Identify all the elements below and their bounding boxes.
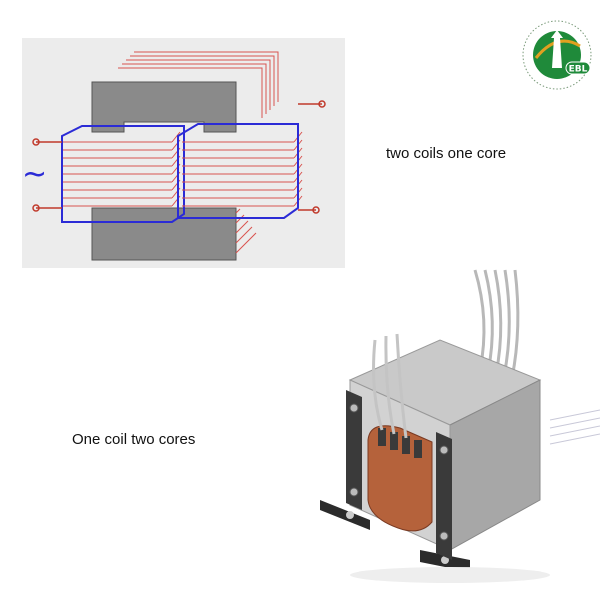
mount-hole-front [441, 556, 449, 564]
two-coils-one-core-label: two coils one core [386, 145, 507, 162]
ground-shadow [350, 567, 550, 583]
background-lines [549, 409, 600, 445]
terminals [32, 100, 326, 214]
logo-text: EBL [569, 65, 588, 75]
mount-hole-left [346, 511, 354, 519]
right-top-terminal [318, 100, 326, 108]
single-coil-transformer-illustration [320, 269, 600, 583]
tower-icon [551, 30, 563, 68]
copper-coil [367, 425, 433, 532]
right-coil [177, 123, 303, 219]
clamp-bolt-3 [349, 487, 359, 497]
clamp-bolt-1 [349, 403, 359, 413]
right-bottom-terminal [312, 206, 320, 214]
two-coils-diagram: ~ [22, 38, 345, 268]
left-top-terminal [32, 138, 40, 146]
clamp-bolt-4 [439, 531, 449, 541]
left-bottom-terminal [32, 204, 40, 212]
ac-source-symbol: ~ [22, 157, 47, 192]
core-top-yoke [91, 81, 237, 133]
clamp-bolt-2 [439, 445, 449, 455]
mounting-foot-left [320, 500, 370, 530]
clamp-frame-left [346, 390, 362, 510]
left-coil-outline [61, 125, 185, 223]
lead-wires-left [372, 333, 408, 439]
core-bottom-yoke [91, 207, 237, 261]
two-coils-one-core-illustration: ~ [22, 51, 326, 261]
clamp-frame-right [436, 432, 452, 560]
company-logo: EBL [522, 20, 592, 90]
right-coil-outline [177, 123, 299, 219]
coil-terminal-block [378, 428, 422, 458]
one-coil-two-cores-label: One coil two cores [72, 431, 196, 448]
left-coil [61, 125, 185, 223]
